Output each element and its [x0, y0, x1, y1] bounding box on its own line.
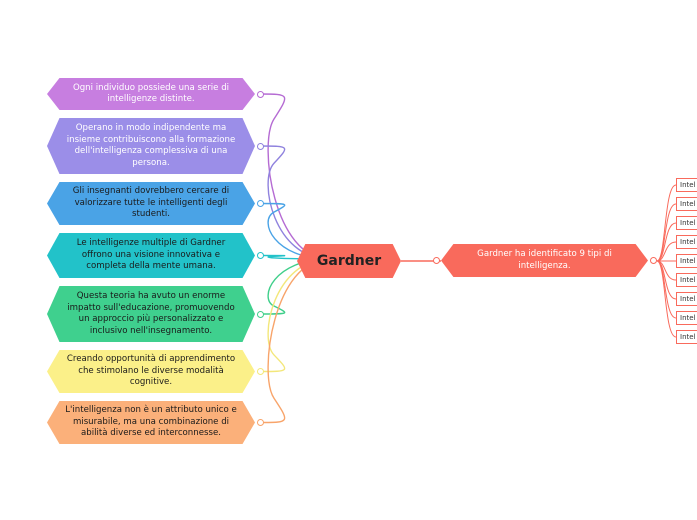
central-topic-gardner[interactable]: Gardner: [297, 244, 401, 278]
connector-left-5: [259, 258, 330, 315]
leaf-item-5[interactable]: Intel: [676, 254, 697, 268]
leaf-item-7[interactable]: Intel: [676, 292, 697, 306]
left-node-text: Operano in modo indipendente ma insieme …: [66, 123, 236, 168]
leaf-item-label: Intel: [680, 181, 696, 189]
left-node-1[interactable]: Ogni individuo possiede una serie di int…: [47, 78, 255, 110]
leaf-item-4[interactable]: Intel: [676, 235, 697, 249]
left-node-text: Ogni individuo possiede una serie di int…: [72, 82, 230, 105]
collapse-toggle-icon[interactable]: [256, 90, 264, 98]
subtopic-nine-types[interactable]: Gardner ha identificato 9 tipi di intell…: [441, 244, 648, 277]
leaf-item-label: Intel: [680, 219, 696, 227]
left-node-3[interactable]: Gli insegnanti dovrebbero cercare di val…: [47, 182, 255, 225]
collapse-toggle-icon[interactable]: [256, 142, 264, 150]
leaf-item-6[interactable]: Intel: [676, 273, 697, 287]
leaf-item-label: Intel: [680, 333, 696, 341]
central-topic-label: Gardner: [316, 253, 382, 269]
leaf-item-2[interactable]: Intel: [676, 197, 697, 211]
collapse-toggle-icon[interactable]: [256, 419, 264, 426]
left-node-4[interactable]: Le intelligenze multiple di Gardner offr…: [47, 233, 255, 278]
connector-left-7: [259, 258, 330, 424]
collapse-toggle-icon[interactable]: [650, 257, 657, 264]
collapse-toggle-icon[interactable]: [256, 252, 264, 259]
leaf-item-3[interactable]: Intel: [676, 216, 697, 230]
leaf-item-label: Intel: [680, 257, 696, 265]
collapse-toggle-icon[interactable]: [256, 200, 264, 207]
connector-leaf-9: [656, 260, 677, 338]
connector-left-2: [259, 145, 330, 260]
left-node-5[interactable]: Questa teoria ha avuto un enorme impatto…: [47, 286, 255, 342]
connector-left-1: [259, 93, 330, 260]
subtopic-nine-types-label: Gardner ha identificato 9 tipi di intell…: [477, 249, 612, 271]
leaf-item-label: Intel: [680, 295, 696, 303]
leaf-item-label: Intel: [680, 238, 696, 246]
left-node-text: Creando opportunità di apprendimento che…: [66, 354, 236, 388]
leaf-item-label: Intel: [680, 314, 696, 322]
left-node-6[interactable]: Creando opportunità di apprendimento che…: [47, 350, 255, 393]
collapse-toggle-icon[interactable]: [256, 368, 264, 375]
connector-leaf-3: [656, 222, 677, 262]
leaf-item-9[interactable]: Intel: [676, 330, 697, 344]
left-node-text: Questa teoria ha avuto un enorme impatto…: [67, 291, 235, 336]
left-node-text: L'intelligenza non è un attributo unico …: [65, 405, 237, 439]
left-node-2[interactable]: Operano in modo indipendente ma insieme …: [47, 118, 255, 174]
left-node-text: Gli insegnanti dovrebbero cercare di val…: [72, 186, 230, 220]
connector-left-3: [259, 202, 330, 260]
leaf-item-label: Intel: [680, 276, 696, 284]
leaf-item-1[interactable]: Intel: [676, 178, 697, 192]
left-node-7[interactable]: L'intelligenza non è un attributo unico …: [47, 401, 255, 444]
leaf-item-8[interactable]: Intel: [676, 311, 697, 325]
collapse-toggle-icon[interactable]: [433, 257, 440, 264]
left-node-text: Le intelligenze multiple di Gardner offr…: [76, 238, 226, 272]
collapse-toggle-icon[interactable]: [256, 310, 264, 318]
connector-leaf-2: [656, 203, 677, 262]
connector-left-4: [259, 254, 330, 260]
leaf-item-label: Intel: [680, 200, 696, 208]
connector-leaf-4: [656, 241, 677, 262]
